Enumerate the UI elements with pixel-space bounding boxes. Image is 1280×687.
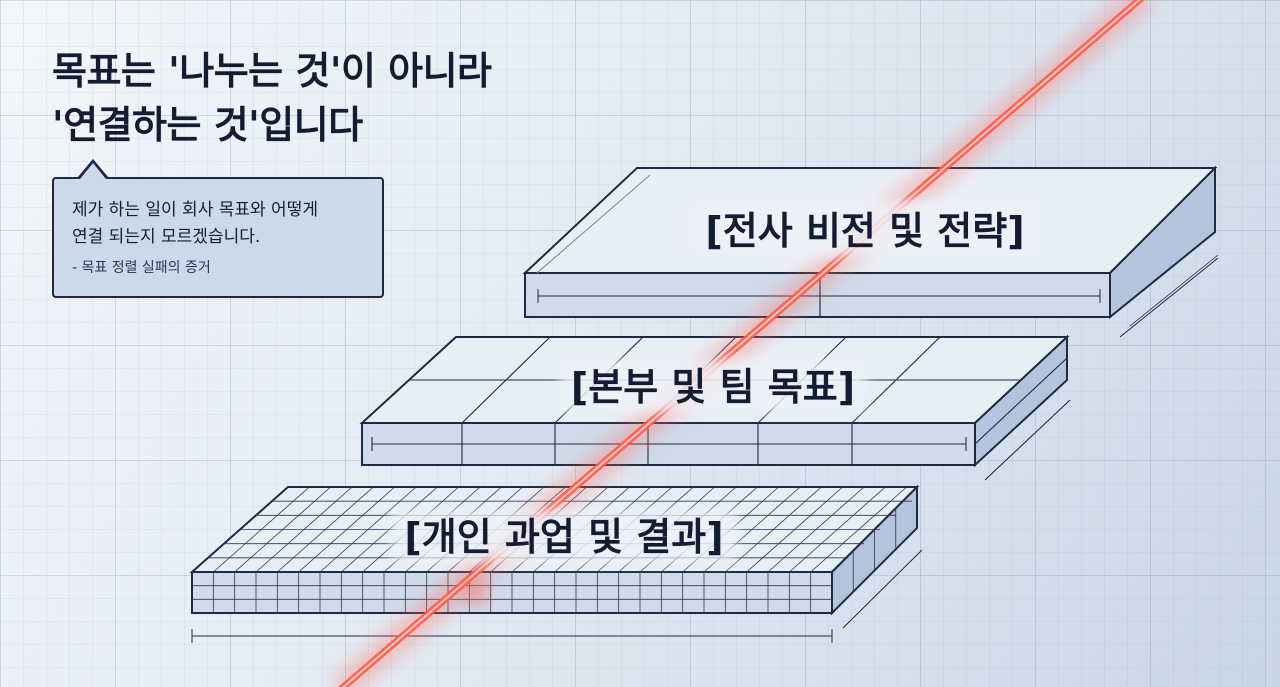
tier-label-strategy: [전사 비전 및 전략] bbox=[705, 209, 1024, 253]
quote-callout: 제가 하는 일이 회사 목표와 어떻게 연결 되는지 모르겠습니다. - 목표 … bbox=[52, 159, 384, 298]
quote-line1: 제가 하는 일이 회사 목표와 어떻게 bbox=[72, 200, 318, 220]
tier-label-team: [본부 및 팀 목표] bbox=[571, 365, 855, 409]
page-title: 목표는 '나누는 것'이 아니라 '연결하는 것'입니다 bbox=[52, 44, 492, 152]
page-title-line2: '연결하는 것'입니다 bbox=[52, 103, 363, 147]
quote-line2: 연결 되는지 모르겠습니다. bbox=[72, 227, 261, 247]
tier-label-individual: [개인 과업 및 결과] bbox=[404, 515, 723, 559]
tier-strategy-side bbox=[1109, 165, 1216, 320]
tier-labels: [전사 비전 및 전략] [본부 및 팀 목표] [개인 과업 및 결과] bbox=[392, 200, 1040, 562]
page-title-line1: 목표는 '나누는 것'이 아니라 bbox=[52, 49, 492, 93]
laser-beam bbox=[331, 0, 1154, 687]
quote-source: - 목표 정렬 실패의 증거 bbox=[72, 260, 211, 276]
quote-text: 제가 하는 일이 회사 목표와 어떻게 연결 되는지 모르겠습니다. bbox=[72, 197, 368, 251]
